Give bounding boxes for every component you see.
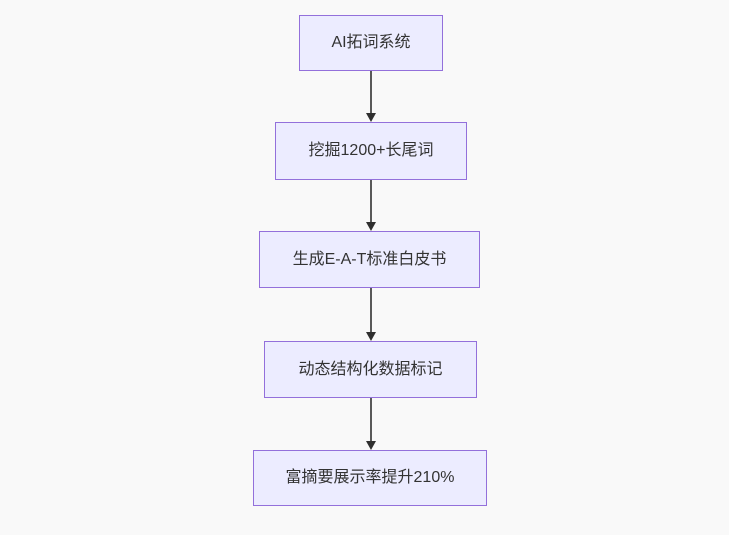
node-label: 挖掘1200+长尾词 <box>308 142 434 160</box>
arrow-line <box>370 71 372 116</box>
flow-node-longtail-mining: 挖掘1200+长尾词 <box>275 122 467 180</box>
node-label: 生成E-A-T标准白皮书 <box>292 250 447 268</box>
flow-node-structured-data-markup: 动态结构化数据标记 <box>264 341 477 398</box>
flow-node-eat-whitepaper: 生成E-A-T标准白皮书 <box>259 231 480 288</box>
flow-arrow-2 <box>362 180 380 231</box>
arrow-head-icon <box>366 332 376 341</box>
flow-arrow-1 <box>362 71 380 122</box>
flow-node-ai-keyword-system: AI拓词系统 <box>299 15 443 71</box>
arrow-line <box>370 398 372 444</box>
node-label: 富摘要展示率提升210% <box>285 469 455 487</box>
arrow-line <box>370 288 372 335</box>
arrow-head-icon <box>366 441 376 450</box>
flow-arrow-3 <box>362 288 380 341</box>
node-label: AI拓词系统 <box>331 34 411 52</box>
arrow-line <box>370 180 372 225</box>
arrow-head-icon <box>366 222 376 231</box>
arrow-head-icon <box>366 113 376 122</box>
node-label: 动态结构化数据标记 <box>298 360 443 378</box>
flow-arrow-4 <box>362 398 380 450</box>
flow-node-rich-snippet-result: 富摘要展示率提升210% <box>253 450 487 506</box>
